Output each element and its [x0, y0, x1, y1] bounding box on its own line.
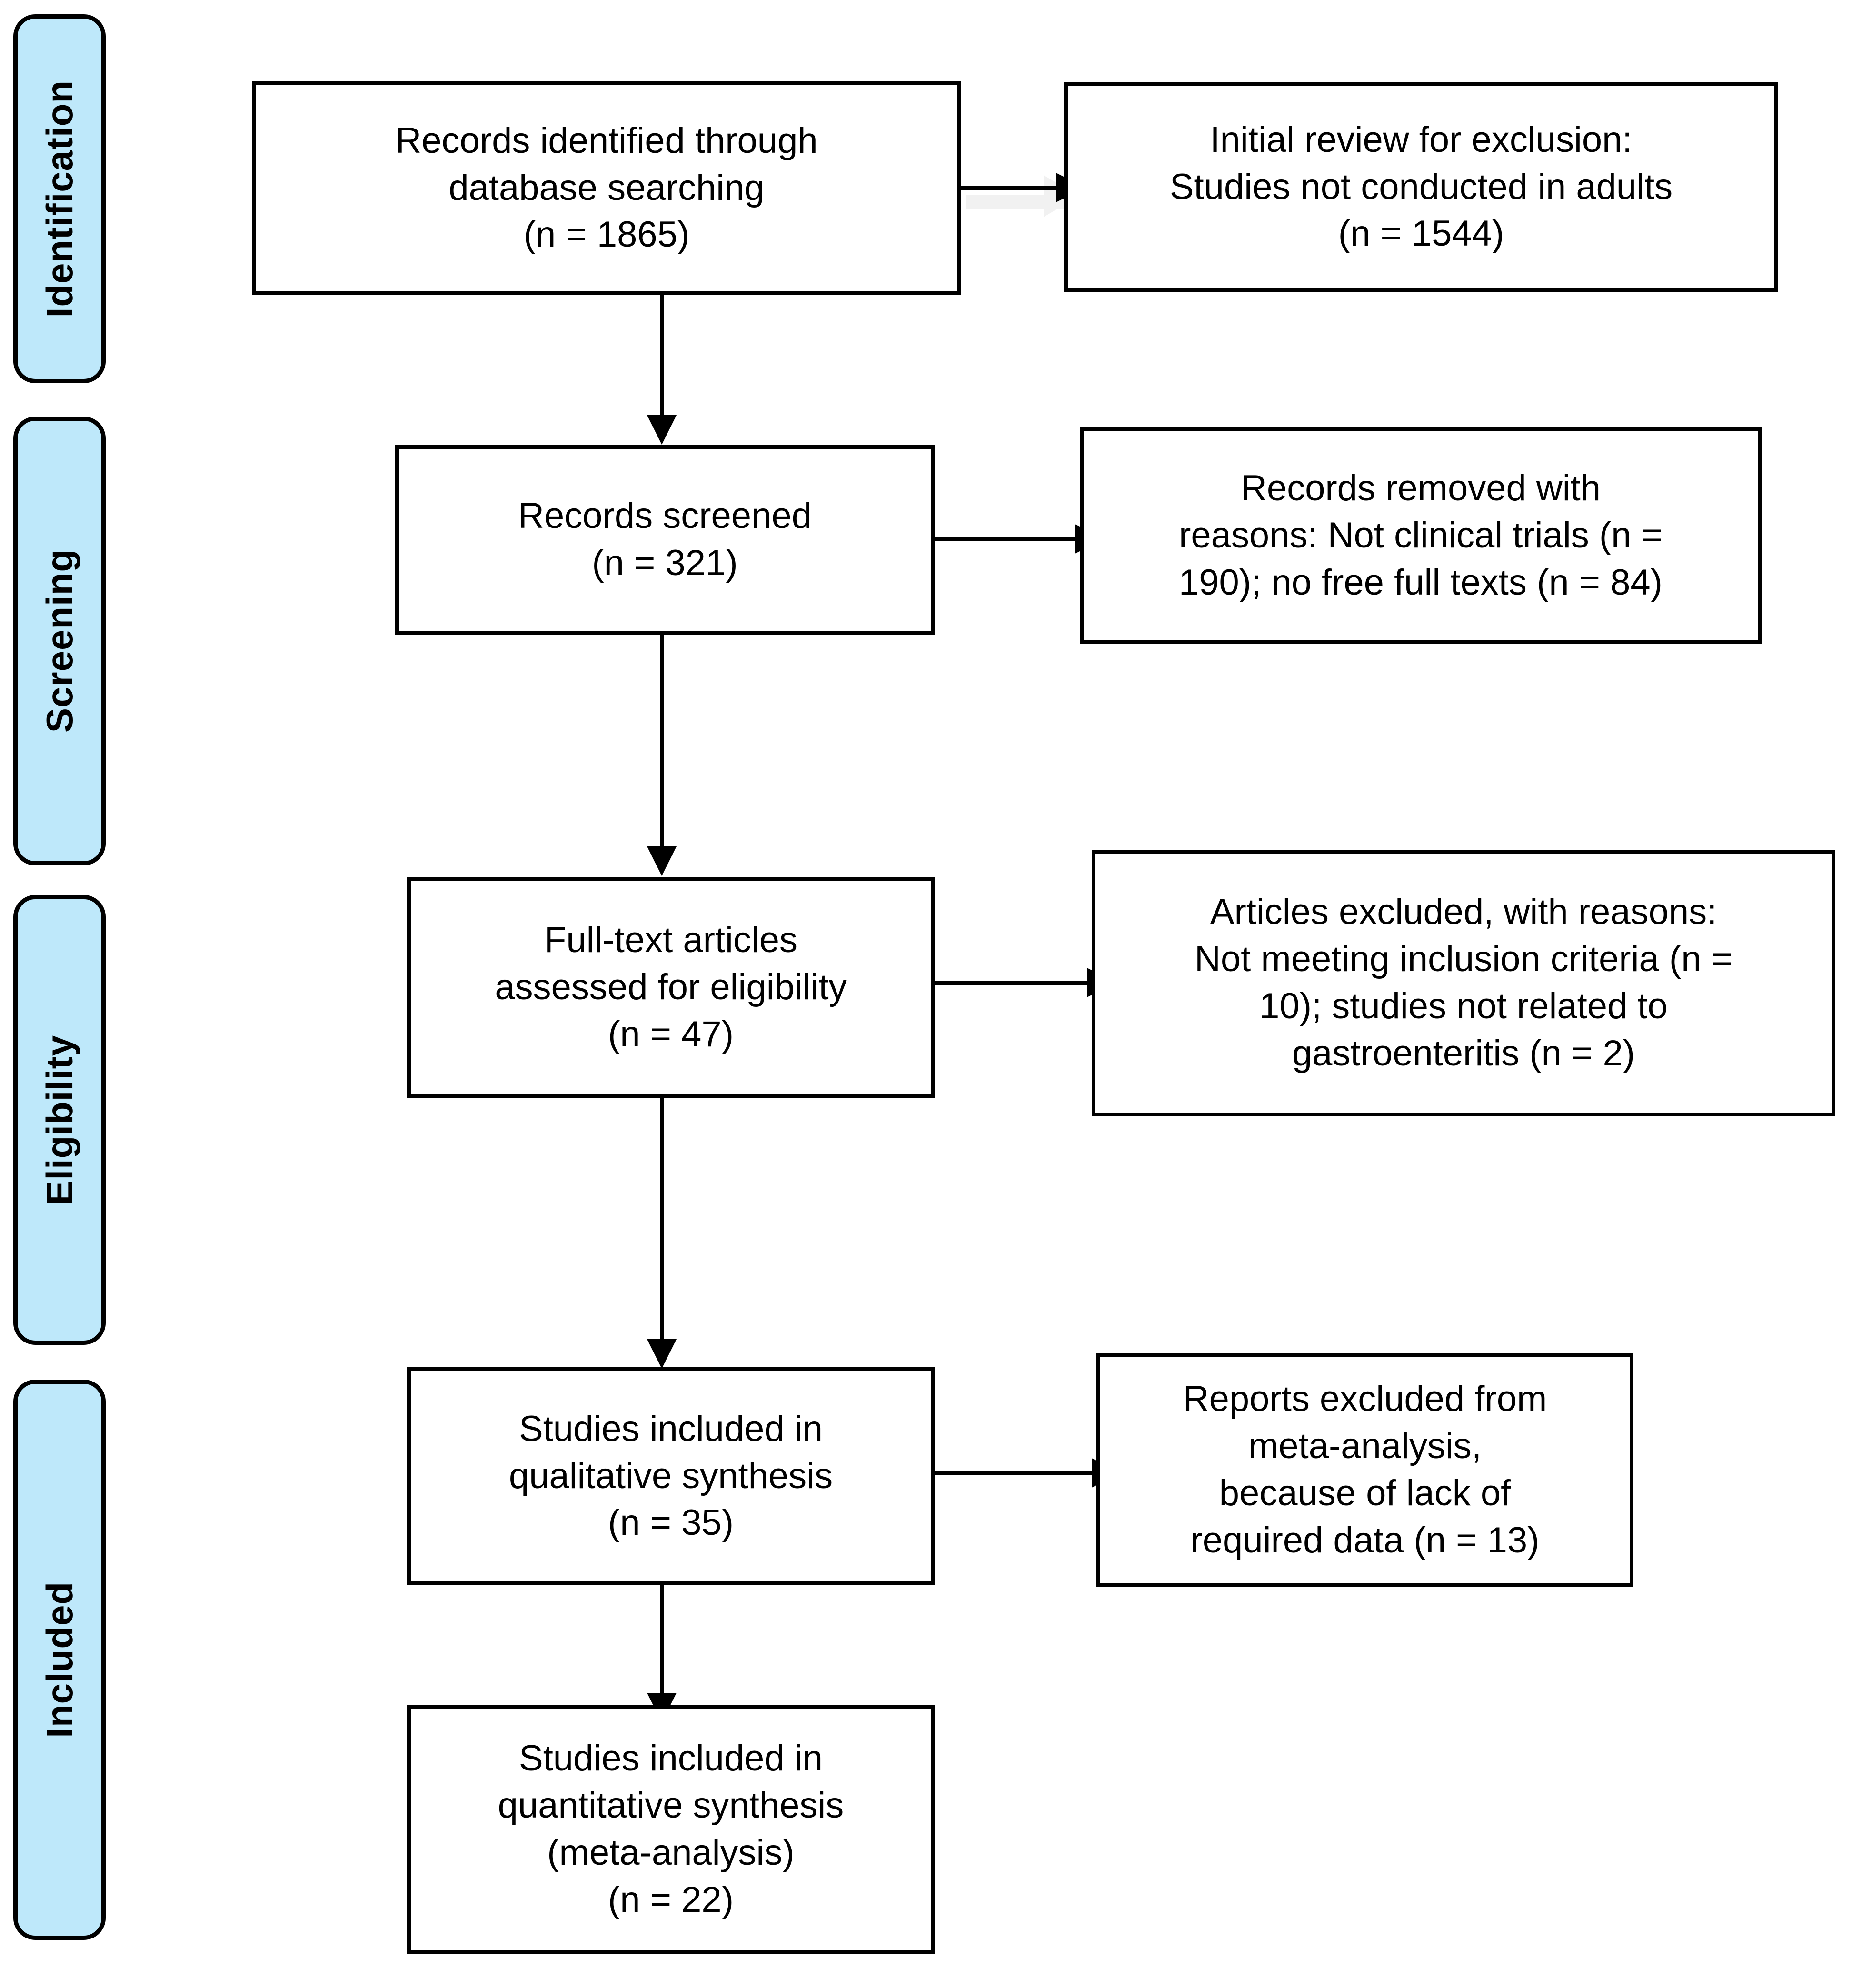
- box-articles-excluded-text: Articles excluded, with reasons: Not mee…: [1195, 892, 1733, 1074]
- stage-label-eligibility: Eligibility: [39, 1034, 80, 1205]
- box-qualitative-synthesis-text: Studies included in qualitative synthesi…: [508, 1408, 833, 1543]
- box-records-identified-text: Records identified through database sear…: [395, 120, 818, 255]
- connector-screened-to-removed-line: [932, 537, 1080, 541]
- connector-screened-to-fulltext-line: [660, 633, 664, 848]
- connector-screened-to-fulltext-arrow: [647, 846, 677, 876]
- box-quantitative-synthesis-text: Studies included in quantitative synthes…: [498, 1738, 844, 1920]
- box-records-screened: Records screened (n = 321): [395, 445, 935, 635]
- box-fulltext-assessed-text: Full-text articles assessed for eligibil…: [495, 920, 847, 1054]
- box-records-removed-text: Records removed with reasons: Not clinic…: [1179, 468, 1663, 603]
- box-reports-excluded-meta: Reports excluded from meta-analysis, bec…: [1096, 1353, 1633, 1587]
- box-records-screened-text: Records screened (n = 321): [518, 496, 812, 583]
- connector-identified-to-screened-arrow: [647, 415, 677, 445]
- stage-pill-identification: Identification: [13, 14, 106, 383]
- box-initial-review-excluded: Initial review for exclusion: Studies no…: [1064, 82, 1778, 292]
- box-quantitative-synthesis: Studies included in quantitative synthes…: [407, 1705, 935, 1954]
- box-reports-excluded-meta-text: Reports excluded from meta-analysis, bec…: [1183, 1379, 1547, 1561]
- stage-pill-included: Included: [13, 1380, 106, 1940]
- connector-fulltext-to-qualitative-arrow: [647, 1339, 677, 1369]
- stage-pill-screening: Screening: [13, 417, 106, 865]
- stage-label-included: Included: [39, 1581, 80, 1738]
- connector-fulltext-to-qualitative-line: [660, 1097, 664, 1341]
- box-records-removed: Records removed with reasons: Not clinic…: [1080, 427, 1762, 644]
- connector-fulltext-to-articlesexcluded-line: [932, 981, 1092, 985]
- stage-label-screening: Screening: [39, 549, 80, 733]
- box-qualitative-synthesis: Studies included in qualitative synthesi…: [407, 1367, 935, 1585]
- connector-identified-to-screened-line: [660, 295, 664, 418]
- stage-label-identification: Identification: [39, 80, 80, 318]
- box-initial-review-excluded-text: Initial review for exclusion: Studies no…: [1169, 119, 1673, 254]
- connector-identified-to-initialreview-line: [958, 186, 1064, 190]
- connector-qualitative-to-quantitative-line: [660, 1585, 664, 1696]
- box-fulltext-assessed: Full-text articles assessed for eligibil…: [407, 877, 935, 1098]
- box-records-identified: Records identified through database sear…: [252, 81, 961, 295]
- connector-qualitative-to-reportsexcluded-line: [932, 1471, 1096, 1475]
- box-articles-excluded: Articles excluded, with reasons: Not mee…: [1092, 850, 1835, 1116]
- stage-pill-eligibility: Eligibility: [13, 895, 106, 1345]
